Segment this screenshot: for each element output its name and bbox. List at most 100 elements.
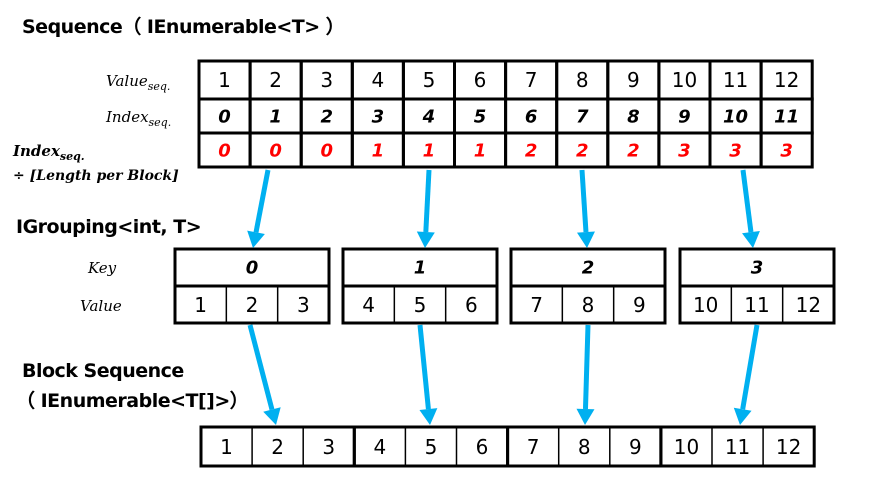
key-label: Key [88, 259, 117, 277]
block-value: 11 [725, 435, 750, 459]
group-value: 4 [362, 293, 375, 317]
sequence-index: 6 [525, 107, 538, 128]
sequence-value: 7 [525, 68, 538, 92]
block-value: 5 [425, 435, 438, 459]
group-value: 11 [744, 293, 769, 317]
block-value: 3 [322, 435, 335, 459]
value-label: Value [80, 297, 122, 315]
sequence-block-index: 3 [780, 141, 793, 162]
value-label-main: Value [106, 72, 148, 90]
group-key: 3 [751, 258, 764, 279]
group-value-row [678, 284, 836, 325]
sequence-index: 8 [627, 107, 640, 128]
index-seq-label: Indexseq. [106, 108, 171, 129]
block-sequence-subtitle: （ IEnumerable<T[]>） [16, 390, 249, 412]
arrow-shaft [253, 169, 271, 233]
sequence-block-index: 1 [372, 141, 385, 162]
sequence-index: 9 [678, 107, 691, 128]
sequence-index: 7 [576, 107, 589, 128]
group-key: 0 [246, 258, 259, 279]
arrow-shaft [417, 324, 431, 410]
group-value: 1 [194, 293, 207, 317]
arrow-head [576, 231, 595, 248]
group-value-row [341, 284, 499, 325]
arrow-head [416, 231, 435, 248]
sequence-value: 10 [672, 68, 697, 92]
group-value: 9 [633, 293, 646, 317]
block-value: 2 [271, 435, 284, 459]
sequence-index: 3 [372, 107, 385, 128]
sequence-index: 0 [218, 107, 231, 128]
arrow-head [733, 407, 752, 425]
group-value-row [173, 284, 331, 325]
arrow-head [742, 230, 760, 248]
arrow-shaft [579, 169, 589, 233]
index-label-main: Index [106, 108, 149, 126]
sequence-index: 10 [723, 107, 748, 128]
sequence-block-index: 0 [320, 141, 333, 162]
block-value: 8 [578, 435, 591, 459]
sequence-value: 6 [474, 68, 487, 92]
arrow-head [263, 407, 281, 425]
sequence-value: 11 [723, 68, 748, 92]
sequence-value: 1 [218, 68, 231, 92]
group-key: 2 [582, 258, 595, 279]
group-value: 6 [465, 293, 478, 317]
block-value: 1 [220, 435, 233, 459]
sequence-block-index: 3 [729, 141, 742, 162]
block-value: 10 [674, 435, 699, 459]
block-sequence-title: Block Sequence [22, 360, 184, 382]
arrow-shaft [740, 324, 760, 410]
sequence-value: 4 [371, 68, 384, 92]
block-index-label-sub: seq. [59, 150, 85, 163]
sequence-cell [759, 131, 814, 169]
arrow-head [419, 408, 438, 425]
block-value: 9 [629, 435, 642, 459]
value-seq-label: Valueseq. [106, 72, 170, 93]
arrow-shaft [247, 324, 275, 411]
sequence-title: Sequence（ IEnumerable<T> ） [22, 16, 345, 38]
sequence-index: 4 [422, 107, 436, 128]
sequence-index: 2 [320, 107, 333, 128]
value-label-sub: seq. [147, 80, 171, 93]
sequence-block-index: 1 [423, 141, 436, 162]
group-value: 8 [582, 293, 595, 317]
arrow-shaft [582, 324, 591, 410]
sequence-value: 9 [627, 68, 640, 92]
sequence-value: 2 [269, 68, 282, 92]
block-index-label: Indexseq. [13, 142, 85, 163]
sequence-value: 5 [423, 68, 436, 92]
sequence-block-index: 2 [576, 141, 589, 162]
group-value: 7 [530, 293, 543, 317]
group-value: 3 [297, 293, 310, 317]
block [659, 425, 816, 468]
group-key: 1 [414, 258, 427, 279]
arrow-head [576, 408, 595, 425]
group-value: 2 [246, 293, 259, 317]
sequence-block-index: 3 [678, 141, 691, 162]
sequence-block-index: 2 [525, 141, 538, 162]
sequence-block-index: 1 [474, 141, 487, 162]
grouping-title: IGrouping<int, T> [16, 216, 202, 238]
sequence-index: 1 [269, 107, 282, 128]
sequence-value: 8 [576, 68, 589, 92]
sequence-index: 11 [774, 107, 799, 128]
arrow-shaft [423, 169, 432, 233]
sequence-block-index: 0 [218, 141, 231, 162]
sequence-block-index: 0 [269, 141, 282, 162]
sequence-value: 12 [774, 68, 799, 92]
arrow-head [247, 230, 265, 248]
block-value: 4 [373, 435, 386, 459]
block-index-divisor: ÷ [Length per Block] [13, 168, 179, 184]
block-index-label-main: Index [13, 142, 60, 160]
group-value: 12 [796, 293, 821, 317]
index-label-sub: seq. [148, 116, 172, 129]
arrow-shaft [740, 169, 754, 233]
block-value: 6 [476, 435, 489, 459]
group-value-row [509, 284, 667, 325]
group-value: 10 [693, 293, 718, 317]
block-value: 12 [776, 435, 801, 459]
sequence-value: 3 [320, 68, 333, 92]
sequence-index: 5 [474, 107, 487, 128]
